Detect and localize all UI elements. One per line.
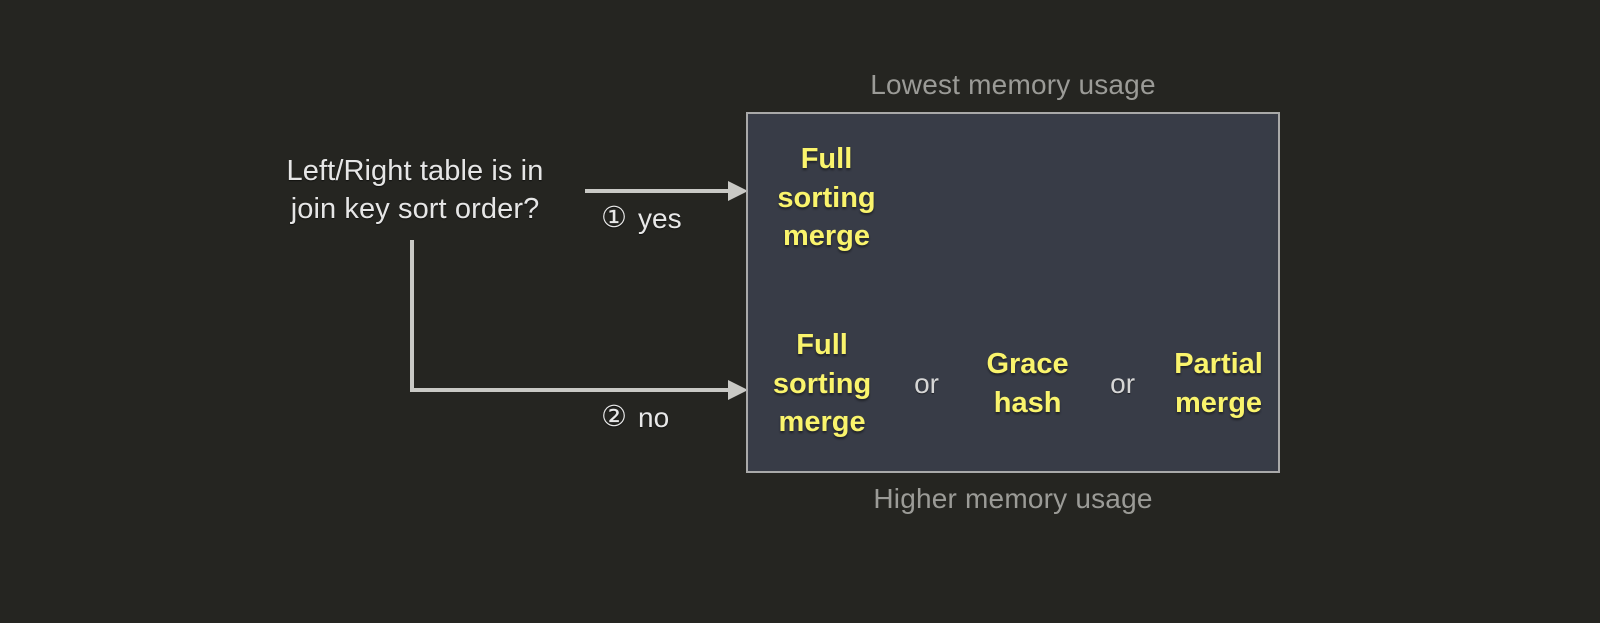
arrow-yes (585, 181, 748, 201)
strategy-row-lowest-memory: Full sorting merge (748, 128, 1278, 268)
strategy-full-sorting-merge-bottom: Full sorting merge (772, 328, 872, 439)
branch-text-yes: yes (638, 203, 682, 234)
strategy-partial-merge: Partial merge (1174, 348, 1263, 419)
separator-or-1: or (914, 368, 940, 399)
question-line-2: join key sort order? (290, 193, 540, 226)
branch-text-no: no (638, 402, 670, 433)
arrow-no (410, 240, 748, 400)
branch-label-no: ② no (601, 402, 669, 434)
strategy-grace-hash: Grace hash (986, 348, 1069, 419)
strategy-row-higher-memory: Full sorting merge or Grace hash or Part… (748, 314, 1278, 454)
separator-or-2: or (1110, 368, 1136, 399)
branch-label-yes: ① yes (601, 203, 682, 235)
caption-lowest-memory: Lowest memory usage (870, 69, 1156, 100)
caption-higher-memory: Higher memory usage (873, 483, 1153, 514)
strategy-full-sorting-merge-top: Full sorting merge (777, 142, 876, 253)
branch-marker-1-icon: ① (601, 201, 627, 234)
question-line-1: Left/Right table is in (286, 155, 544, 187)
branch-marker-2-icon: ② (601, 400, 627, 433)
join-strategy-box: Full sorting merge Full sorting merge or… (746, 112, 1280, 473)
decision-question: Left/Right table is in join key sort ord… (250, 152, 580, 229)
